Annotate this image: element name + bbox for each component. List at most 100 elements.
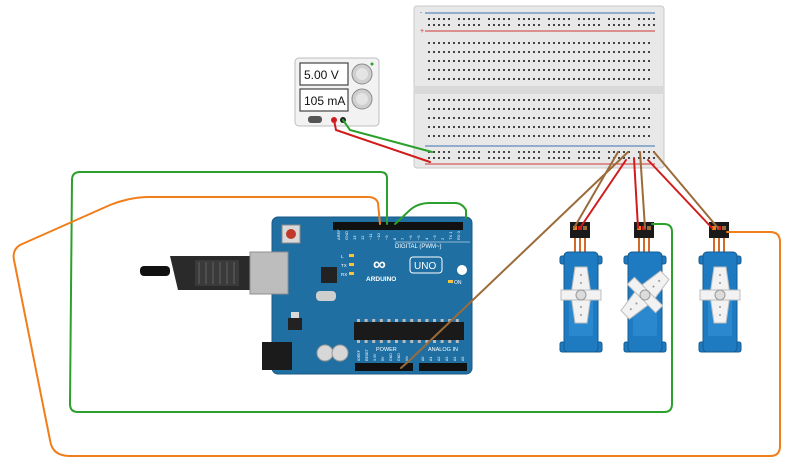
rail-hole[interactable] (638, 24, 640, 26)
rail-hole[interactable] (568, 157, 570, 159)
rail-hole[interactable] (523, 24, 525, 26)
terminal-hole[interactable] (453, 99, 455, 101)
terminal-hole[interactable] (548, 108, 550, 110)
rail-hole[interactable] (493, 24, 495, 26)
rail-hole[interactable] (503, 157, 505, 159)
terminal-hole[interactable] (538, 117, 540, 119)
terminal-hole[interactable] (623, 69, 625, 71)
terminal-hole[interactable] (458, 135, 460, 137)
terminal-hole[interactable] (648, 69, 650, 71)
terminal-hole[interactable] (568, 69, 570, 71)
terminal-hole[interactable] (463, 69, 465, 71)
terminal-hole[interactable] (488, 108, 490, 110)
terminal-hole[interactable] (638, 135, 640, 137)
servo-motor[interactable] (559, 222, 603, 353)
terminal-hole[interactable] (433, 60, 435, 62)
terminal-hole[interactable] (623, 78, 625, 80)
terminal-hole[interactable] (563, 78, 565, 80)
terminal-hole[interactable] (468, 117, 470, 119)
terminal-hole[interactable] (558, 99, 560, 101)
rail-hole[interactable] (653, 18, 655, 20)
terminal-hole[interactable] (478, 51, 480, 53)
terminal-hole[interactable] (488, 117, 490, 119)
wire-orange-signal[interactable] (12, 196, 781, 457)
terminal-hole[interactable] (573, 126, 575, 128)
terminal-hole[interactable] (633, 99, 635, 101)
terminal-hole[interactable] (643, 78, 645, 80)
terminal-hole[interactable] (593, 60, 595, 62)
terminal-hole[interactable] (578, 60, 580, 62)
terminal-hole[interactable] (503, 78, 505, 80)
terminal-hole[interactable] (533, 51, 535, 53)
terminal-hole[interactable] (488, 135, 490, 137)
terminal-hole[interactable] (453, 108, 455, 110)
terminal-hole[interactable] (458, 108, 460, 110)
terminal-hole[interactable] (608, 78, 610, 80)
rail-hole[interactable] (628, 157, 630, 159)
rail-hole[interactable] (478, 24, 480, 26)
terminal-hole[interactable] (528, 99, 530, 101)
rail-hole[interactable] (583, 151, 585, 153)
terminal-hole[interactable] (553, 78, 555, 80)
terminal-hole[interactable] (583, 69, 585, 71)
terminal-hole[interactable] (433, 78, 435, 80)
terminal-hole[interactable] (538, 60, 540, 62)
terminal-hole[interactable] (588, 42, 590, 44)
terminal-hole[interactable] (648, 117, 650, 119)
rail-hole[interactable] (568, 18, 570, 20)
terminal-hole[interactable] (593, 42, 595, 44)
rail-hole[interactable] (598, 157, 600, 159)
terminal-hole[interactable] (463, 78, 465, 80)
terminal-hole[interactable] (528, 42, 530, 44)
terminal-hole[interactable] (563, 60, 565, 62)
terminal-hole[interactable] (593, 135, 595, 137)
rail-hole[interactable] (508, 157, 510, 159)
terminal-hole[interactable] (428, 51, 430, 53)
terminal-hole[interactable] (553, 126, 555, 128)
rail-hole[interactable] (463, 24, 465, 26)
terminal-hole[interactable] (468, 135, 470, 137)
terminal-hole[interactable] (578, 42, 580, 44)
rail-hole[interactable] (608, 151, 610, 153)
servo-motor[interactable] (698, 222, 742, 353)
rail-hole[interactable] (593, 18, 595, 20)
terminal-hole[interactable] (573, 117, 575, 119)
terminal-hole[interactable] (513, 135, 515, 137)
terminal-hole[interactable] (583, 108, 585, 110)
terminal-hole[interactable] (618, 117, 620, 119)
terminal-hole[interactable] (473, 78, 475, 80)
terminal-hole[interactable] (438, 42, 440, 44)
terminal-hole[interactable] (628, 69, 630, 71)
terminal-hole[interactable] (648, 60, 650, 62)
terminal-hole[interactable] (623, 108, 625, 110)
terminal-hole[interactable] (438, 51, 440, 53)
terminal-hole[interactable] (543, 78, 545, 80)
terminal-hole[interactable] (453, 135, 455, 137)
rail-hole[interactable] (533, 24, 535, 26)
terminal-hole[interactable] (458, 126, 460, 128)
breadboard[interactable]: + - (413, 5, 665, 169)
terminal-hole[interactable] (613, 51, 615, 53)
terminal-hole[interactable] (498, 78, 500, 80)
terminal-hole[interactable] (618, 69, 620, 71)
terminal-hole[interactable] (458, 69, 460, 71)
terminal-hole[interactable] (638, 78, 640, 80)
terminal-hole[interactable] (548, 69, 550, 71)
terminal-hole[interactable] (533, 117, 535, 119)
rail-hole[interactable] (448, 157, 450, 159)
terminal-hole[interactable] (503, 42, 505, 44)
wire-brown-ground[interactable] (400, 151, 629, 369)
terminal-hole[interactable] (473, 126, 475, 128)
terminal-hole[interactable] (518, 69, 520, 71)
rail-hole[interactable] (473, 18, 475, 20)
terminal-hole[interactable] (443, 60, 445, 62)
wire-servo1-red[interactable] (579, 159, 627, 229)
terminal-hole[interactable] (443, 108, 445, 110)
terminal-hole[interactable] (548, 135, 550, 137)
terminal-hole[interactable] (533, 42, 535, 44)
terminal-hole[interactable] (493, 51, 495, 53)
rail-hole[interactable] (588, 18, 590, 20)
terminal-hole[interactable] (453, 126, 455, 128)
rail-hole[interactable] (498, 24, 500, 26)
terminal-hole[interactable] (593, 51, 595, 53)
